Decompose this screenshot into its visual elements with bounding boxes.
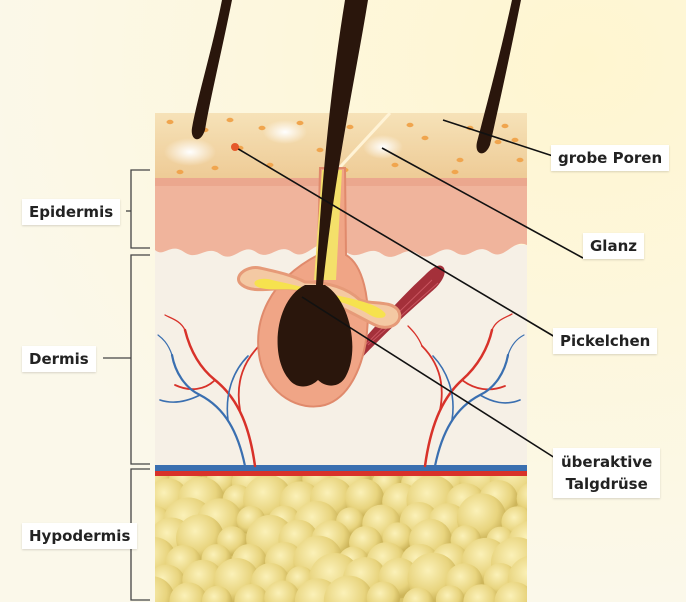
label-talgdruese-line1: überaktive xyxy=(561,451,652,473)
shine-spot xyxy=(164,138,216,166)
label-talgdruese: überaktive Talgdrüse xyxy=(553,448,660,498)
label-talgdruese-line2: Talgdrüse xyxy=(561,473,652,495)
pore xyxy=(259,126,266,130)
pore xyxy=(422,136,429,140)
pore xyxy=(452,170,459,174)
vein-line xyxy=(155,465,527,471)
label-hypodermis: Hypodermis xyxy=(22,523,137,549)
label-grobe-poren: grobe Poren xyxy=(551,145,669,171)
label-glanz: Glanz xyxy=(583,233,644,259)
pore xyxy=(177,170,184,174)
pore xyxy=(317,148,324,152)
pimple-dot xyxy=(231,143,239,151)
label-pickelchen: Pickelchen xyxy=(553,328,657,354)
label-epidermis: Epidermis xyxy=(22,199,120,225)
pore xyxy=(392,163,399,167)
pore xyxy=(212,166,219,170)
pore xyxy=(347,125,354,129)
pore xyxy=(495,140,502,144)
artery-line xyxy=(155,471,527,476)
label-dermis: Dermis xyxy=(22,346,96,372)
pore xyxy=(517,158,524,162)
pore xyxy=(167,120,174,124)
pore xyxy=(457,158,464,162)
pore xyxy=(512,138,519,142)
pore xyxy=(407,123,414,127)
pore xyxy=(297,121,304,125)
pore xyxy=(502,124,509,128)
pore xyxy=(227,118,234,122)
